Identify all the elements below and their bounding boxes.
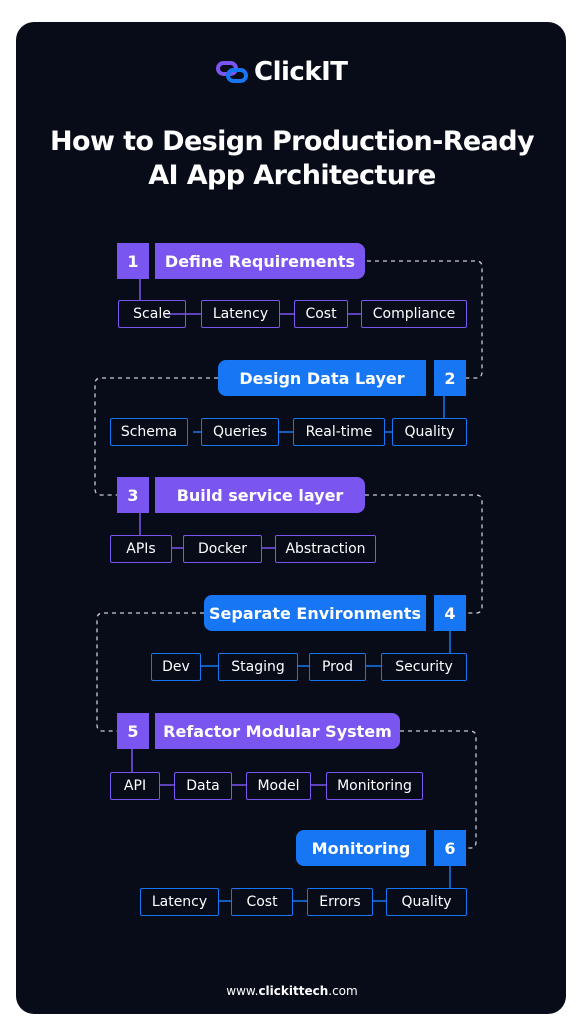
step-4-label: Separate Environments xyxy=(204,595,426,631)
step-2-label: Design Data Layer xyxy=(218,360,426,396)
step-3-label: Build service layer xyxy=(155,477,365,513)
step-1-item-scale: Scale xyxy=(118,300,186,328)
connector-4-5 xyxy=(96,612,204,732)
step-4-item-security: Security xyxy=(381,653,467,681)
step-1-item-cost: Cost xyxy=(294,300,348,328)
step-1-item-compliance: Compliance xyxy=(361,300,467,328)
footer-suffix: .com xyxy=(328,984,358,998)
step-6-item-cost: Cost xyxy=(231,888,293,916)
step-5-item-api: API xyxy=(110,772,160,800)
footer-url[interactable]: www.clickittech.com xyxy=(0,984,584,998)
brand-logo: ClickIT xyxy=(216,57,348,87)
step-3-item-abstraction: Abstraction xyxy=(275,535,376,563)
page-title-line1: How to Design Production-Ready xyxy=(50,126,535,157)
step-2-item-quality: Quality xyxy=(392,418,467,446)
step-1-label: Define Requirements xyxy=(155,243,365,279)
step-4-number: 4 xyxy=(434,595,466,631)
step-5-item-model: Model xyxy=(246,772,311,800)
step-3-item-apis: APIs xyxy=(110,535,172,563)
step-5-item-data: Data xyxy=(174,772,232,800)
infographic-card xyxy=(16,22,566,1014)
step-6-item-latency: Latency xyxy=(140,888,219,916)
step-1-number: 1 xyxy=(117,243,149,279)
step-2-item-realtime: Real-time xyxy=(293,418,385,446)
connector-1-2 xyxy=(367,260,483,379)
step-2-item-schema: Schema xyxy=(110,418,188,446)
footer-domain: clickittech xyxy=(258,984,329,998)
step-4-item-prod: Prod xyxy=(309,653,366,681)
connector-2-3 xyxy=(94,377,218,496)
step-3-number: 3 xyxy=(117,477,149,513)
step-2-number: 2 xyxy=(434,360,466,396)
step-5-item-monitoring: Monitoring xyxy=(326,772,423,800)
step-5-number: 5 xyxy=(117,713,149,749)
step-6-number: 6 xyxy=(434,830,466,866)
footer-prefix: www. xyxy=(226,984,259,998)
connector-3-4 xyxy=(365,494,483,614)
step-4-item-staging: Staging xyxy=(218,653,298,681)
page-title-line2: AI App Architecture xyxy=(148,160,436,191)
chain-link-icon xyxy=(216,61,248,83)
step-6-item-errors: Errors xyxy=(307,888,373,916)
step-2-item-queries: Queries xyxy=(201,418,279,446)
connector-5-6 xyxy=(400,730,477,849)
step-1-item-latency: Latency xyxy=(201,300,280,328)
step-4-item-dev: Dev xyxy=(151,653,201,681)
step-6-label: Monitoring xyxy=(296,830,426,866)
step-3-item-docker: Docker xyxy=(183,535,262,563)
brand-name: ClickIT xyxy=(254,57,348,87)
step-5-label: Refactor Modular System xyxy=(155,713,400,749)
step-6-item-quality: Quality xyxy=(386,888,467,916)
